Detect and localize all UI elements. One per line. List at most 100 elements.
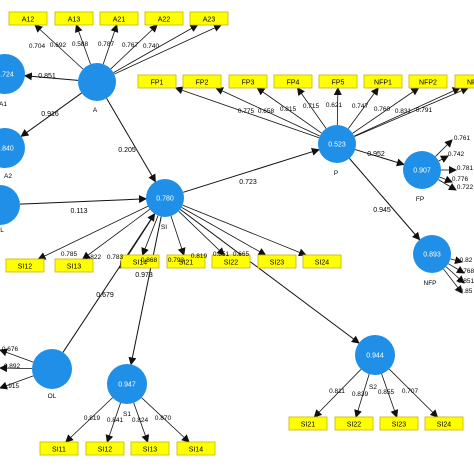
loading-value-label: 0.742 xyxy=(448,151,465,158)
indicator-rect xyxy=(144,11,184,26)
loading-value-label: 0.768 xyxy=(458,268,474,275)
loading-value-label: 0.767 xyxy=(122,42,139,49)
indicator-box: A13 xyxy=(54,11,94,26)
construct-name-label: S2 xyxy=(369,384,377,391)
construct-name-label: FP xyxy=(416,196,424,203)
loading-value-label: 0.870 xyxy=(155,415,172,422)
loading-value-label: 0.692 xyxy=(50,42,67,49)
loading-arrow xyxy=(354,87,461,137)
r-squared-label: 0.947 xyxy=(118,382,136,389)
loading-value-label: 0.707 xyxy=(402,388,419,395)
indicator-rect xyxy=(166,254,206,269)
construct-circle xyxy=(0,128,25,168)
loading-arrow xyxy=(438,155,449,163)
indicator-box: SI24 xyxy=(424,416,464,431)
construct-name-label: SI xyxy=(161,224,167,231)
indicator-label: FP5 xyxy=(332,80,345,87)
path-coefficient-label: 0.952 xyxy=(367,151,385,158)
path-arrow-p-fp xyxy=(355,149,405,167)
indicator-box: SI13 xyxy=(130,441,170,456)
indicator-rect xyxy=(130,441,170,456)
loading-arrow xyxy=(141,397,190,443)
loading-arrow xyxy=(388,368,439,418)
indicator-rect xyxy=(120,254,160,269)
construct-name-label: L xyxy=(0,227,4,234)
indicator-label: SI21 xyxy=(301,422,316,429)
loading-value-label: 0.715 xyxy=(303,103,320,110)
path-coefficient-label: 0.916 xyxy=(41,111,59,118)
loading-arrow xyxy=(256,87,322,134)
indicator-box: SI22 xyxy=(334,416,374,431)
indicator-rect xyxy=(363,74,403,89)
construct-name-label: S1 xyxy=(123,411,131,418)
loading-arrow xyxy=(182,204,307,257)
loading-value-label: 0.760 xyxy=(374,106,391,113)
indicator-box: SI11 xyxy=(39,441,79,456)
construct-name-label: A2 xyxy=(4,173,12,180)
loading-value-label: 0.722 xyxy=(457,184,474,191)
indicator-rect xyxy=(189,11,229,26)
loading-value-label: 0.815 xyxy=(280,106,297,113)
construct-circle xyxy=(146,179,184,217)
r-squared-label: 0.523 xyxy=(328,142,346,149)
indicator-label: SI14 xyxy=(133,260,148,267)
loading-value-label: 0.761 xyxy=(454,135,471,142)
path-arrow-a-si xyxy=(106,98,156,183)
loading-arrow xyxy=(443,268,463,294)
loading-value-label: 0.776 xyxy=(452,176,469,183)
path-coefficient-label: 0.945 xyxy=(373,207,391,214)
loading-arrow xyxy=(354,374,370,418)
loading-value-label: 0.791 xyxy=(416,107,433,114)
path-coefficient-label: 0.679 xyxy=(96,292,114,299)
loading-value-label: 0.747 xyxy=(352,103,369,110)
path-coefficient-label: 0.851 xyxy=(38,73,56,80)
path-arrow-si-s2 xyxy=(179,208,360,344)
construct-name-label: A1 xyxy=(0,101,7,108)
r-squared-label: 0.893 xyxy=(423,252,441,259)
indicator-box: NFP2 xyxy=(408,74,448,89)
loading-arrow xyxy=(113,24,199,73)
r-squared-label: 0.944 xyxy=(366,353,384,360)
loading-arrow xyxy=(0,364,33,373)
loading-value-label: 0.824 xyxy=(132,417,149,424)
construct-circle xyxy=(0,185,20,225)
indicator-label: NFP xyxy=(467,80,474,87)
loading-value-label: 0.819 xyxy=(191,253,208,260)
path-arrow-a-a1 xyxy=(23,72,79,81)
loading-arrow xyxy=(170,215,186,256)
loading-arrow xyxy=(347,87,379,129)
indicator-rect xyxy=(54,11,94,26)
indicator-rect xyxy=(273,74,313,89)
indicator-label: A22 xyxy=(158,17,171,24)
loading-value-label: 0.851 xyxy=(458,278,474,285)
path-coefficient-label: 0.113 xyxy=(71,208,88,215)
indicator-label: A23 xyxy=(203,17,216,24)
indicator-rect xyxy=(379,416,419,431)
loading-arrow xyxy=(354,87,469,137)
indicator-label: A13 xyxy=(68,17,81,24)
indicator-label: SI24 xyxy=(315,260,330,267)
loading-arrow xyxy=(435,139,453,157)
indicator-box: SI14 xyxy=(120,254,160,269)
loading-arrow xyxy=(448,263,465,274)
loading-arrow xyxy=(333,87,342,126)
indicator-rect xyxy=(408,74,448,89)
indicator-rect xyxy=(5,258,45,273)
indicator-rect xyxy=(288,416,328,431)
indicator-label: SI22 xyxy=(347,422,362,429)
r-squared-label: 0.840 xyxy=(0,146,14,153)
loading-value-label: 0.787 xyxy=(98,41,115,48)
loading-arrow xyxy=(74,24,91,65)
indicator-rect xyxy=(182,74,222,89)
indicator-label: SI13 xyxy=(143,447,158,454)
loading-value-label: 0.665 xyxy=(233,251,250,258)
loading-value-label: 0.855 xyxy=(378,389,395,396)
path-arrow-si-s1 xyxy=(128,216,162,366)
